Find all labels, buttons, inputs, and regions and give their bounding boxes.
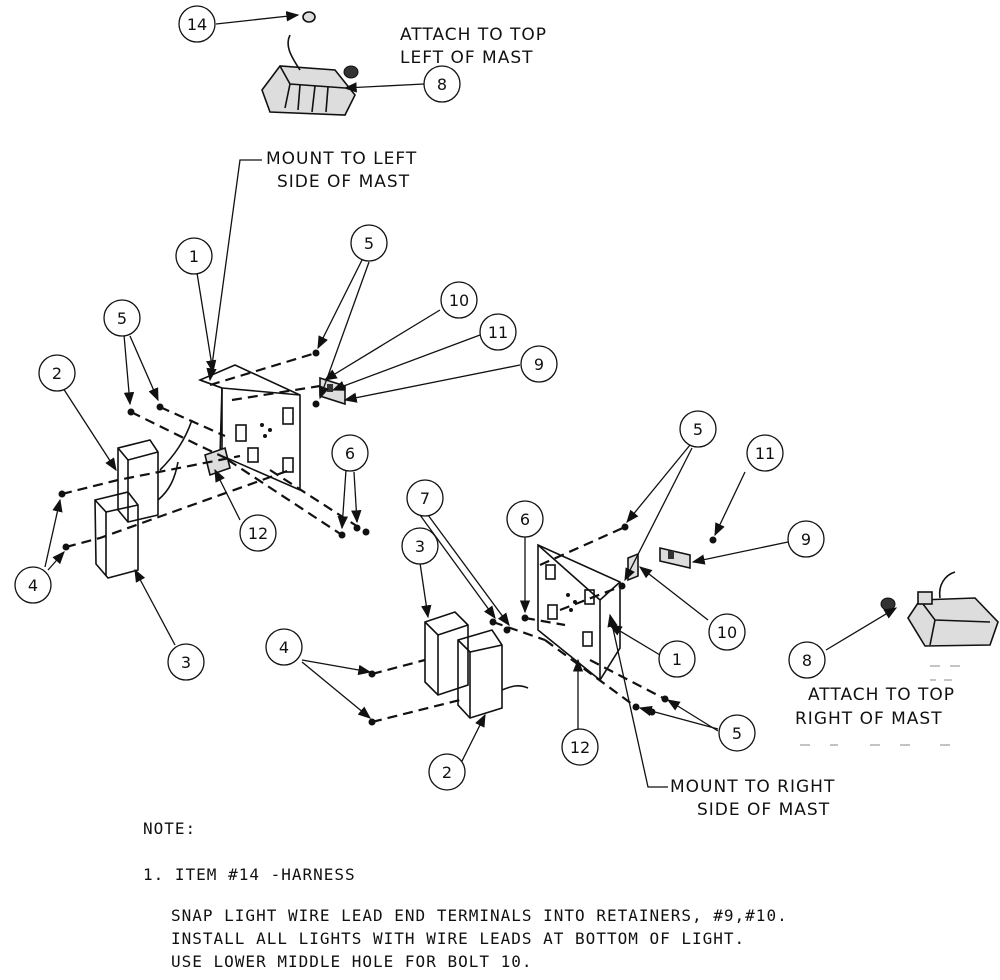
- balloon-11-left: 11: [479, 313, 517, 351]
- balloon-7: 7: [406, 479, 444, 517]
- note-line-1: SNAP LIGHT WIRE LEAD END TERMINALS INTO …: [171, 906, 788, 925]
- leader-lines: [44, 11, 898, 788]
- svg-text:6: 6: [345, 444, 355, 463]
- label-attach-top-left: ATTACH TO TOP LEFT OF MAST: [400, 25, 547, 68]
- housing-top-left: [261, 34, 359, 116]
- svg-text:RIGHT OF MAST: RIGHT OF MAST: [795, 709, 943, 729]
- light-left-3: [94, 491, 139, 579]
- balloon-4-left: 4: [14, 566, 52, 604]
- retainer-left: [319, 376, 346, 406]
- svg-text:3: 3: [415, 537, 425, 556]
- note-heading: NOTE:: [143, 819, 196, 838]
- svg-text:8: 8: [437, 75, 447, 94]
- balloon-2-left: 2: [38, 354, 76, 392]
- balloon-5-right-upper: 5: [679, 410, 717, 448]
- svg-text:1: 1: [672, 650, 682, 669]
- balloon-12-left: 12: [239, 514, 277, 552]
- balloon-8-top-left: 8: [423, 65, 461, 103]
- svg-text:11: 11: [488, 323, 508, 342]
- note-line-3: USE LOWER MIDDLE HOLE FOR BOLT 10.: [171, 952, 533, 971]
- svg-text:11: 11: [755, 444, 775, 463]
- svg-text:9: 9: [534, 355, 544, 374]
- svg-text:9: 9: [801, 530, 811, 549]
- svg-text:MOUNT TO LEFT: MOUNT TO LEFT: [266, 149, 417, 169]
- svg-text:12: 12: [248, 524, 268, 543]
- balloon-4-right: 4: [265, 628, 303, 666]
- label-mount-left: MOUNT TO LEFT SIDE OF MAST: [266, 149, 417, 192]
- svg-text:2: 2: [442, 763, 452, 782]
- svg-text:12: 12: [570, 738, 590, 757]
- bracket-left: [197, 364, 301, 492]
- svg-text:6: 6: [520, 510, 530, 529]
- svg-text:8: 8: [802, 651, 812, 670]
- retainer-right-9: [659, 546, 691, 570]
- svg-text:7: 7: [420, 489, 430, 508]
- label-mount-right: MOUNT TO RIGHT SIDE OF MAST: [670, 777, 835, 820]
- svg-text:5: 5: [693, 420, 703, 439]
- balloon-1-right: 1: [658, 640, 696, 678]
- svg-text:LEFT OF MAST: LEFT OF MAST: [400, 48, 534, 68]
- notes: NOTE: 1. ITEM #14 -HARNESS SNAP LIGHT WI…: [143, 819, 788, 971]
- balloon-10-left: 10: [440, 281, 478, 319]
- svg-text:MOUNT TO RIGHT: MOUNT TO RIGHT: [670, 777, 835, 797]
- note-item: 1. ITEM #14 -HARNESS: [143, 865, 356, 884]
- balloon-12-right: 12: [561, 728, 599, 766]
- harness-connector: [302, 11, 316, 23]
- svg-text:2: 2: [52, 364, 62, 383]
- balloon-6-left: 6: [331, 434, 369, 472]
- balloon-11-right: 11: [746, 434, 784, 472]
- svg-text:10: 10: [449, 291, 469, 310]
- svg-text:4: 4: [279, 638, 289, 657]
- balloon-5-right-lower: 5: [718, 714, 756, 752]
- balloon-10-right: 10: [708, 613, 746, 651]
- balloon-8-right: 8: [788, 641, 826, 679]
- svg-text:14: 14: [187, 15, 207, 34]
- balloon-9-right: 9: [787, 520, 825, 558]
- svg-text:SIDE OF MAST: SIDE OF MAST: [697, 800, 830, 820]
- light-right-3: [424, 611, 469, 696]
- balloon-6-right: 6: [506, 500, 544, 538]
- svg-text:1: 1: [189, 247, 199, 266]
- housing-top-right: [880, 571, 999, 647]
- balloon-14: 14: [178, 5, 216, 43]
- assembly-lines: [61, 351, 666, 724]
- balloon-2-right: 2: [428, 753, 466, 791]
- light-right-2: [457, 629, 529, 719]
- svg-text:10: 10: [717, 623, 737, 642]
- label-attach-top-right: ATTACH TO TOP RIGHT OF MAST: [795, 685, 955, 729]
- balloon-3-left: 3: [167, 643, 205, 681]
- bracket-right: [537, 543, 621, 682]
- svg-text:SIDE OF MAST: SIDE OF MAST: [277, 172, 410, 192]
- svg-text:ATTACH TO TOP: ATTACH TO TOP: [808, 685, 955, 705]
- balloons: 14 8 1 5 10 11 9 5 2 12 6 4 3 5 11 9 7 6…: [14, 5, 826, 791]
- svg-text:ATTACH TO TOP: ATTACH TO TOP: [400, 25, 547, 45]
- balloon-5-upper: 5: [350, 224, 388, 262]
- dotted-marks: [800, 665, 960, 746]
- balloon-3-right: 3: [401, 527, 439, 565]
- svg-text:5: 5: [732, 724, 742, 743]
- note-line-2: INSTALL ALL LIGHTS WITH WIRE LEADS AT BO…: [171, 929, 745, 948]
- balloon-9-left: 9: [520, 345, 558, 383]
- svg-text:4: 4: [28, 576, 38, 595]
- svg-text:3: 3: [181, 653, 191, 672]
- svg-text:5: 5: [117, 309, 127, 328]
- balloon-5-left: 5: [103, 299, 141, 337]
- balloon-1-left: 1: [175, 237, 213, 275]
- svg-text:5: 5: [364, 234, 374, 253]
